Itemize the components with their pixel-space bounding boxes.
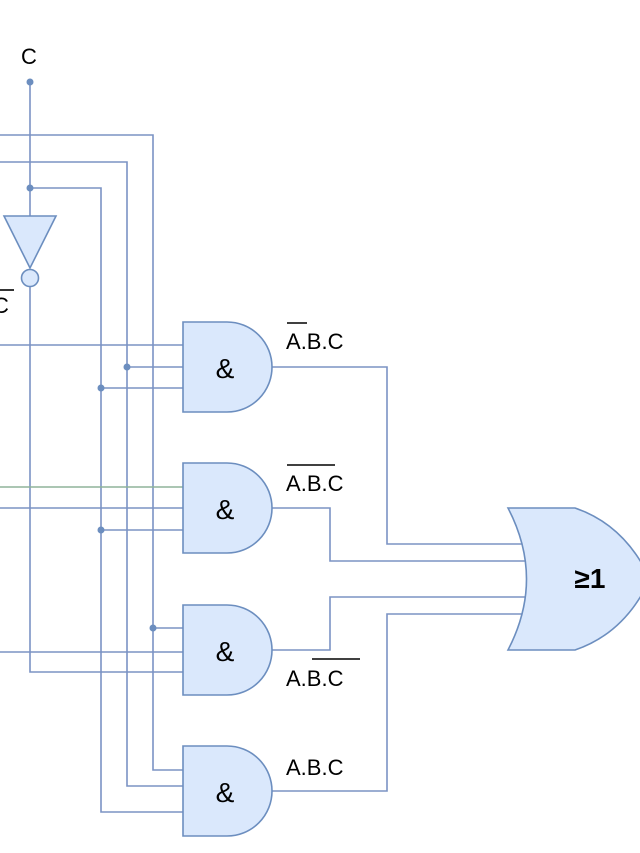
and-gate-2-body	[182, 462, 273, 554]
junction-dot	[26, 184, 34, 192]
and-gate-2-label: &	[216, 494, 235, 525]
term-1-text: A.B.C	[286, 329, 344, 354]
and-gate-4-body	[182, 745, 273, 837]
and-gate-4: &	[182, 745, 273, 837]
junction-dot	[123, 363, 131, 371]
wire-and1-out	[272, 366, 528, 545]
wire-bus-c	[30, 187, 183, 813]
term-label-1: A.B.C	[286, 322, 344, 354]
term-label-4: A.B.C	[286, 755, 344, 780]
wires	[0, 82, 528, 813]
and-gate-2: &	[182, 462, 273, 554]
term-label-3: A.B.C	[286, 658, 360, 691]
term-2-text: A.B.C	[286, 471, 344, 496]
and-gate-1-body	[182, 321, 273, 413]
and-gate-3-label: &	[216, 636, 235, 667]
and-gate-1: &	[182, 321, 273, 413]
not-gate-bubble	[20, 268, 40, 288]
input-c-label: C	[21, 44, 37, 69]
junction-dot	[149, 624, 157, 632]
not-gate	[2, 215, 58, 288]
junction-dot	[97, 384, 105, 392]
or-gate-body	[506, 507, 640, 651]
wire-bus-b	[0, 161, 183, 787]
and-gate-3: &	[182, 604, 273, 696]
and-gate-1-label: &	[216, 353, 235, 384]
wire-and4-out	[272, 613, 528, 792]
wire-and3-out	[272, 596, 528, 651]
inverted-c-label: C	[0, 289, 14, 318]
term-label-2: A.B.C	[286, 464, 344, 496]
term-3-text: A.B.C	[286, 666, 344, 691]
junctions	[26, 78, 157, 632]
or-gate-label: ≥1	[575, 563, 606, 594]
and-gate-3-body	[182, 604, 273, 696]
and-gate-4-label: &	[216, 777, 235, 808]
junction-dot	[97, 526, 105, 534]
inverted-c-text: C	[0, 293, 9, 318]
or-gate: ≥1	[506, 507, 640, 651]
wire-bus-a	[0, 134, 183, 771]
junction-dot	[26, 78, 34, 86]
wire-c-inverted	[29, 287, 183, 673]
wire-and2-out	[272, 507, 528, 562]
not-gate-triangle	[2, 215, 58, 270]
